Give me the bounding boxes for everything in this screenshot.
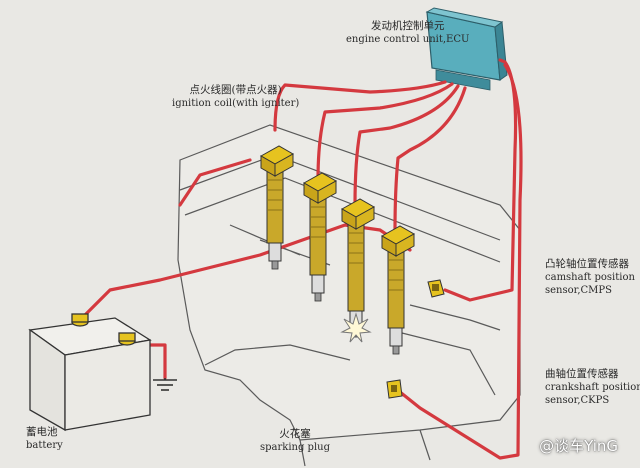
spark-plug-label-en: sparking plug [260, 442, 330, 453]
ignition-coil-label-en: ignition coil(with igniter) [172, 98, 300, 109]
camshaft-label: 凸轮轴位置传感器 camshaft position sensor,CMPS [545, 258, 635, 297]
ecu-label: 发动机控制单元 engine control unit,ECU [346, 20, 469, 46]
spark-plug-label: 火花塞 sparking plug [260, 428, 330, 454]
camshaft-sensor-icon [427, 279, 445, 298]
watermark: @谈车YinG [539, 437, 618, 455]
camshaft-label-en2: sensor,CMPS [545, 285, 612, 296]
crankshaft-sensor-icon [386, 379, 403, 399]
ignition-coil-label-zh: 点火线圈(带点火器) [189, 84, 282, 96]
battery-icon [28, 313, 152, 432]
crankshaft-label-en1: crankshaft position [545, 382, 640, 393]
spark-plug-label-zh: 火花塞 [279, 428, 311, 440]
ignition-coil-icon [302, 172, 338, 302]
ecu-label-en: engine control unit,ECU [346, 34, 470, 45]
ground-icon [153, 378, 177, 391]
wiring-harness [83, 58, 523, 460]
ignition-coil-icon [259, 145, 295, 270]
crankshaft-label-zh: 曲轴位置传感器 [545, 368, 619, 380]
ignition-coil-label: 点火线圈(带点火器) ignition coil(with igniter) [172, 84, 299, 110]
battery-label-en: battery [26, 440, 63, 451]
ecu-label-zh: 发动机控制单元 [370, 20, 445, 32]
camshaft-label-zh: 凸轮轴位置传感器 [545, 258, 629, 270]
camshaft-label-en1: camshaft position [545, 272, 635, 283]
battery-label: 蓄电池 battery [26, 426, 63, 452]
battery-label-zh: 蓄电池 [26, 426, 58, 438]
crankshaft-label: 曲轴位置传感器 crankshaft position sensor,CKPS [545, 368, 640, 407]
crankshaft-label-en2: sensor,CKPS [545, 395, 610, 406]
ignition-coil-icon [380, 225, 416, 355]
ecu-box-icon [425, 7, 508, 91]
spark-icon [340, 312, 372, 343]
